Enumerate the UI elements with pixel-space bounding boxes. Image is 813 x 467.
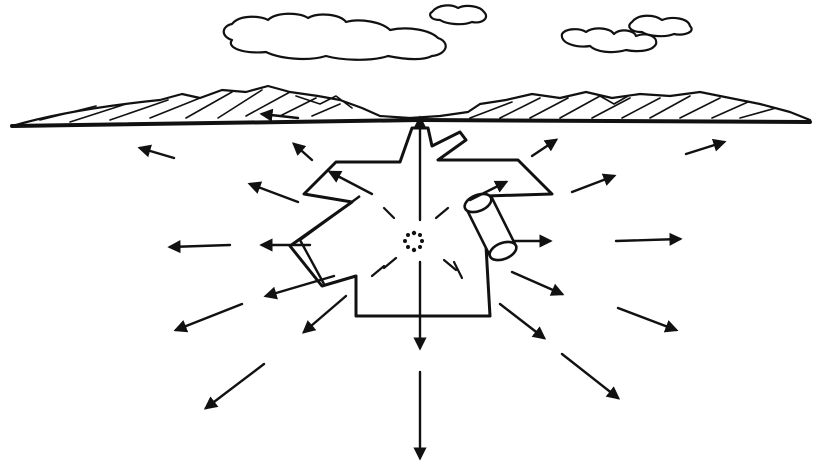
arrow (176, 304, 242, 330)
arrow (686, 142, 724, 154)
arrow (532, 140, 556, 156)
mountain-range (12, 86, 810, 126)
arrow (262, 114, 298, 118)
cloud-large (224, 14, 446, 60)
arrow (562, 354, 618, 398)
cloud-small (430, 5, 486, 24)
arrow (294, 144, 312, 160)
arrow (304, 296, 346, 332)
arrow (140, 148, 174, 158)
arrow (500, 304, 544, 338)
cloud-right-top (629, 16, 691, 36)
arrow (616, 239, 680, 241)
arrow (170, 245, 230, 247)
clouds (224, 5, 692, 59)
arrow (206, 364, 264, 408)
arrow (512, 272, 562, 294)
arrow (572, 176, 614, 192)
arrow (250, 184, 298, 202)
arrow (618, 308, 676, 330)
